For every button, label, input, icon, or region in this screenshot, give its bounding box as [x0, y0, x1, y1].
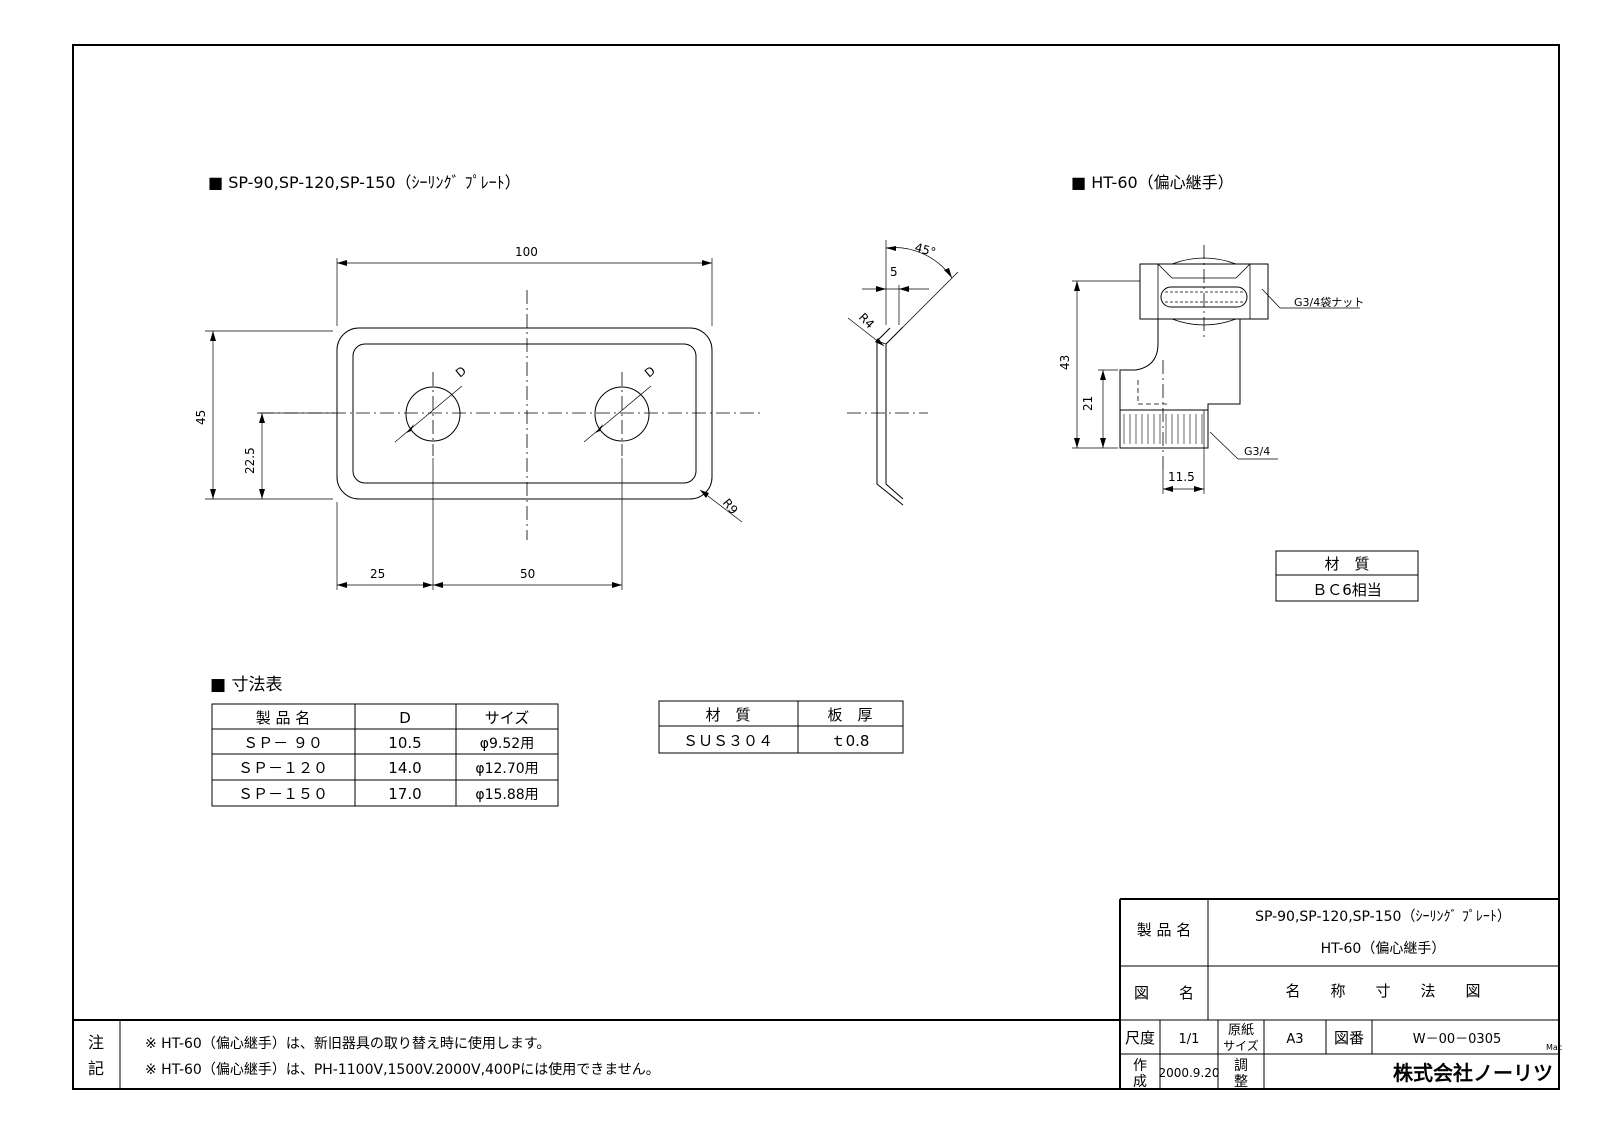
thread-callout: G3/4 [1244, 445, 1270, 458]
size-table-header-d: D [399, 709, 411, 727]
dim-43-label: 43 [1058, 355, 1072, 370]
check-label-1: 調 [1234, 1058, 1248, 1074]
drawing-name: 名 称 寸 法 図 [1285, 982, 1480, 1000]
title-block: 製 品 名 SP-90,SP-120,SP-150（ｼｰﾘﾝｸﾞ ﾌﾟﾚｰﾄ） … [1119, 898, 1562, 1090]
size-table-row-3-product: ＳＰ－１５０ [238, 785, 328, 803]
plate-side-profile: 45° 5 R4 [847, 240, 959, 506]
made-label-2: 成 [1133, 1074, 1147, 1090]
hole-2-d-label: D [642, 364, 658, 381]
dim-22-5-label: 22.5 [243, 447, 257, 474]
paper-size-label-2: サイズ [1223, 1038, 1259, 1053]
size-table-row-2-product: ＳＰ－１２０ [238, 759, 328, 777]
radius-r9-label: R9 [720, 496, 741, 517]
drawing-no: W－00－0305 [1413, 1032, 1501, 1047]
sheet-border [72, 44, 1560, 1090]
size-table-row-2-size: φ12.70用 [475, 761, 538, 777]
nut-callout: G3/4袋ナット [1294, 295, 1364, 309]
product-name-line1: SP-90,SP-120,SP-150（ｼｰﾘﾝｸﾞ ﾌﾟﾚｰﾄ） [1255, 909, 1511, 925]
scale-value: 1/1 [1179, 1032, 1200, 1047]
made-label-1: 作 [1133, 1058, 1147, 1074]
dim-5-label: 5 [890, 265, 898, 279]
hole-1-d-label: D [453, 364, 469, 381]
drawing-no-label: 図番 [1334, 1029, 1364, 1047]
radius-r4-label: R4 [856, 310, 877, 331]
note-line-1: ※ HT-60（偏心継手）は、新旧器具の取り替え時に使用します。 [145, 1035, 550, 1052]
size-table-row-1-product: ＳＰ－ ９０ [243, 734, 323, 752]
paper-size-value: A3 [1286, 1032, 1303, 1047]
dim-100-label: 100 [515, 245, 538, 259]
ht60-material-box: 材 質 ＢＣ6相当 [1275, 550, 1419, 602]
ht60-heading: ■ HT-60（偏心継手） [1071, 173, 1234, 192]
angle-45-label: 45° [913, 240, 937, 259]
check-label-2: 整 [1234, 1074, 1248, 1090]
size-table-row-2-d: 14.0 [388, 759, 421, 777]
notes-label-2: 記 [88, 1059, 104, 1078]
dim-21-label: 21 [1081, 396, 1095, 411]
size-table-header-product: 製 品 名 [256, 709, 311, 727]
notes-label-1: 注 [88, 1033, 104, 1052]
sealing-plate-heading: ■ SP-90,SP-120,SP-150（ｼｰﾘﾝｸﾞ ﾌﾟﾚｰﾄ） [208, 173, 521, 192]
notes-block: 注 記 ※ HT-60（偏心継手）は、新旧器具の取り替え時に使用します。 ※ H… [73, 1019, 1120, 1089]
dim-50-label: 50 [520, 567, 535, 581]
paper-size-label-1: 原紙 [1228, 1023, 1254, 1038]
size-table-row-3-size: φ15.88用 [475, 787, 538, 803]
ht60-material-header: 材 質 [1324, 555, 1369, 573]
product-name-line2: HT-60（偏心継手） [1321, 941, 1446, 957]
mac-mark: Mac [1546, 1043, 1562, 1052]
plate-material-header: 材 質 [705, 706, 750, 724]
dim-25-label: 25 [370, 567, 385, 581]
scale-label: 尺度 [1125, 1029, 1155, 1047]
plate-thickness-value: ｔ0.8 [831, 732, 870, 750]
company-name: 株式会社ノーリツ [1393, 1061, 1553, 1085]
size-table-header-size: サイズ [485, 709, 530, 727]
product-name-label: 製 品 名 [1137, 921, 1192, 939]
plate-thickness-header: 板 厚 [827, 706, 872, 724]
ht60-material-value: ＢＣ6相当 [1312, 581, 1382, 599]
dim-11-5-label: 11.5 [1168, 470, 1195, 484]
plate-material-value: ＳＵＳ３０４ [683, 732, 773, 750]
drawing-name-label: 図 名 [1134, 984, 1194, 1002]
plate-material-table: 材 質 板 厚 ＳＵＳ３０４ ｔ0.8 [658, 700, 904, 754]
dim-45-label: 45 [194, 410, 208, 425]
size-table-row-3-d: 17.0 [388, 785, 421, 803]
size-table-row-1-size: φ9.52用 [480, 736, 534, 752]
note-line-2: ※ HT-60（偏心継手）は、PH-1100V,1500V.2000V,400P… [145, 1061, 660, 1078]
ht60-drawing: 43 21 11.5 G3/4袋ナット G3/4 [1058, 245, 1364, 494]
size-table-row-1-d: 10.5 [388, 734, 421, 752]
made-date: 2000.9.20 [1158, 1066, 1219, 1080]
size-table: 製 品 名 D サイズ ＳＰ－ ９０ 10.5 φ9.52用 ＳＰ－１２０ 14… [211, 703, 559, 807]
sealing-plate-drawing: D D 100 45 22.5 25 50 [194, 245, 760, 590]
size-table-heading: ■ 寸法表 [210, 675, 282, 695]
